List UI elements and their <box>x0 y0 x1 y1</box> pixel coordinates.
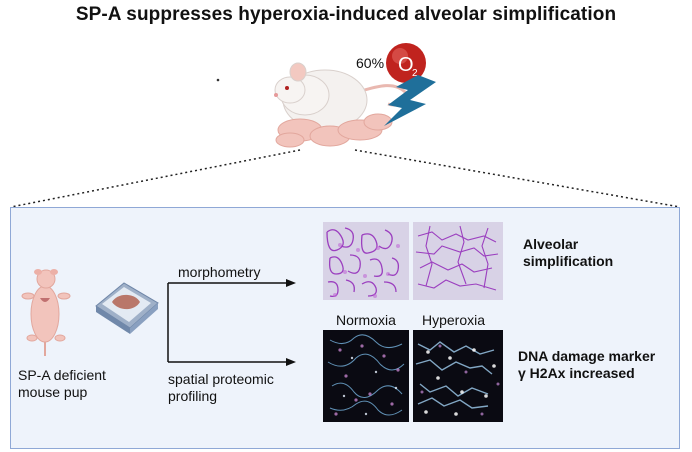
lightning-icon <box>384 75 436 126</box>
normoxia-label: Normoxia <box>336 312 396 328</box>
mouse-with-pups-illustration: 60% O 2 <box>10 43 681 208</box>
figure-title: SP-A suppresses hyperoxia-induced alveol… <box>75 4 617 25</box>
oxygen-subscript: 2 <box>412 68 418 79</box>
dna-result-line2: γ H2Ax increased <box>518 365 635 381</box>
projection-line-left <box>10 149 301 208</box>
mouse-pup-icon <box>21 269 71 356</box>
histology-hyperoxia-image <box>413 222 503 300</box>
alveolar-result-line1: Alveolar <box>523 236 579 252</box>
subject-label-line2: mouse pup <box>18 384 88 400</box>
spatial-label-line2: profiling <box>168 388 218 404</box>
fluorescence-normoxia-image <box>323 330 409 422</box>
oxygen-symbol: O <box>398 54 414 76</box>
oxygen-icon <box>386 43 426 83</box>
tissue-slide-icon <box>95 282 159 334</box>
histology-normoxia-image <box>323 222 409 300</box>
oxygen-percent-label: 60% <box>356 55 384 71</box>
spatial-label-line1: spatial proteomic <box>168 371 274 387</box>
alveolar-result-line2: simplification <box>523 253 614 269</box>
morphometry-label: morphometry <box>178 264 261 280</box>
dna-result-line1: DNA damage marker <box>518 348 656 364</box>
subject-label-line1: SP-A deficient <box>18 367 106 383</box>
fluorescence-hyperoxia-image <box>413 330 503 422</box>
hyperoxia-label: Hyperoxia <box>422 312 486 328</box>
